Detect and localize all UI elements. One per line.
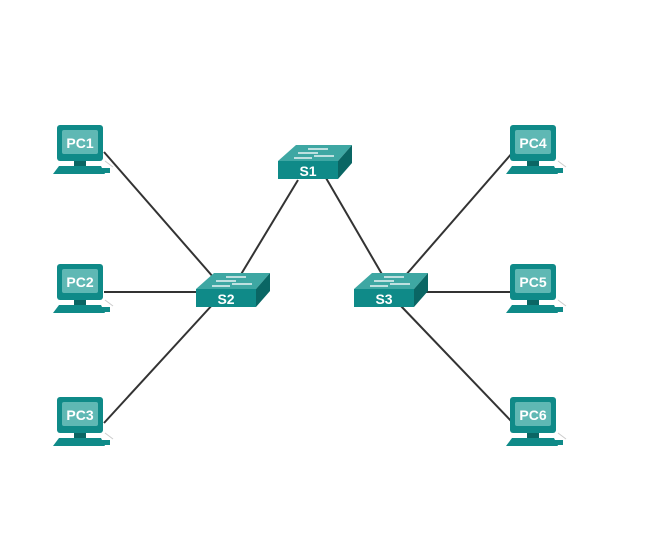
switch-label: S3 [375, 291, 392, 307]
pc-label: PC5 [519, 274, 546, 290]
links [103, 151, 514, 424]
pc-pc4[interactable]: PC4 [505, 124, 567, 175]
link-pc3-s2 [103, 302, 215, 424]
pc-label: PC3 [66, 407, 93, 423]
switch-s1[interactable]: S1 [277, 144, 353, 180]
switch-label: S1 [299, 163, 316, 179]
pc-pc2[interactable]: PC2 [52, 263, 114, 314]
switch-s2[interactable]: S2 [195, 272, 271, 308]
switch-s3[interactable]: S3 [353, 272, 429, 308]
pc-pc1[interactable]: PC1 [52, 124, 114, 175]
pc-label: PC1 [66, 135, 93, 151]
link-s3-pc6 [399, 304, 514, 424]
pc-label: PC2 [66, 274, 93, 290]
pc-pc3[interactable]: PC3 [52, 396, 114, 447]
link-s3-pc4 [404, 151, 514, 277]
switch-label: S2 [217, 291, 234, 307]
link-s2-s1 [239, 179, 299, 277]
pc-label: PC4 [519, 135, 546, 151]
pc-pc5[interactable]: PC5 [505, 263, 567, 314]
link-s1-s3 [325, 177, 384, 277]
pc-label: PC6 [519, 407, 546, 423]
pc-pc6[interactable]: PC6 [505, 396, 567, 447]
link-pc1-s2 [103, 151, 215, 279]
